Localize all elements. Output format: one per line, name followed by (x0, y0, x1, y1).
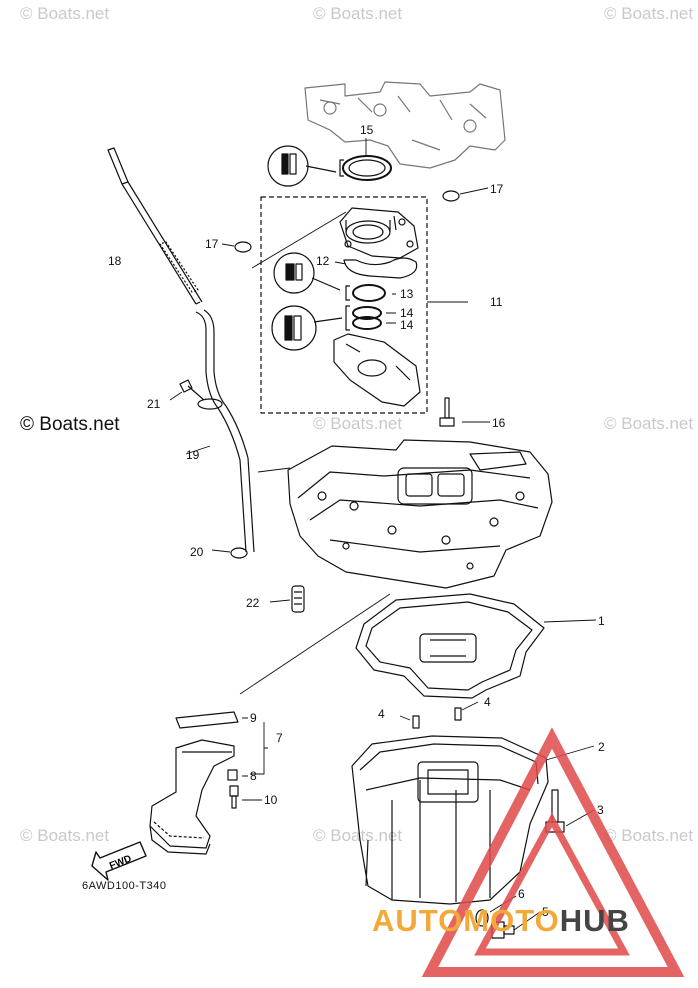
part-22-valve (291, 585, 305, 613)
callout-7: 7 (276, 731, 283, 745)
part-1-gasket (355, 593, 545, 699)
callout-15: 15 (360, 123, 374, 137)
callout-16: 16 (492, 416, 506, 430)
watermark-mid-right: © Boats.net (604, 414, 694, 433)
part-6-washer (475, 909, 489, 927)
detail-circle-2 (273, 252, 341, 294)
callout-12: 12 (316, 254, 330, 268)
part-17-ring-left (234, 241, 252, 253)
logo-part-1: AUTO (372, 903, 464, 938)
engine-block-top (304, 81, 506, 169)
callout-6: 6 (518, 887, 525, 901)
watermark-top-center: © Boats.net (313, 4, 403, 23)
callout-11: 11 (490, 295, 503, 309)
logo-part-3: HUB (559, 903, 630, 938)
callout-1: 1 (598, 614, 605, 628)
callout-5: 5 (542, 905, 549, 919)
callout-14-lower: 14 (400, 318, 414, 332)
callout-8: 8 (250, 769, 257, 783)
part-17-ring-right (442, 190, 460, 202)
watermark-mid-left: © Boats.net (20, 414, 120, 435)
part-12-o-ring (343, 257, 418, 279)
part-11-upper-housing (339, 207, 419, 259)
part-14-seal-upper (352, 306, 382, 320)
callout-21: 21 (147, 397, 161, 411)
callout-22: 22 (246, 596, 260, 610)
callout-3: 3 (597, 803, 604, 817)
part-14-seal-lower (352, 316, 382, 330)
part-18-dipstick (107, 147, 203, 305)
diagram-code: 6AWD100-T340 (82, 880, 167, 892)
part-8-bolt (227, 769, 238, 781)
watermark-low-left: © Boats.net (20, 826, 110, 845)
detail-circle-3 (271, 305, 343, 351)
callout-10: 10 (264, 793, 278, 807)
fwd-arrow (91, 841, 147, 881)
callout-13: 13 (400, 287, 414, 301)
callout-18: 18 (108, 254, 122, 268)
callout-17-left: 17 (205, 237, 219, 251)
callout-9: 9 (250, 711, 257, 725)
watermark-low-center: © Boats.net (313, 826, 403, 845)
callout-2: 2 (598, 740, 605, 754)
part-9-gasket (175, 711, 239, 729)
part-16-bolt (439, 397, 455, 427)
watermark-mid-center: © Boats.net (313, 414, 403, 433)
main-oil-pan-upper-case (287, 439, 553, 589)
watermark-low-right: © Boats.net (604, 826, 694, 845)
assembly-11-box (260, 196, 428, 414)
part-21-bolt (179, 379, 205, 401)
automotohub-logo: AUTOMOTOHUB (372, 903, 630, 939)
part-10-bolt (229, 785, 239, 809)
part-7-strainer (149, 739, 235, 855)
part-11-lower-housing (333, 333, 421, 407)
callout-4-right: 4 (484, 695, 491, 709)
callout-17-right: 17 (490, 182, 504, 196)
part-15-seal (342, 155, 392, 181)
detail-circle-1 (267, 145, 337, 187)
callout-numbers: 15 17 17 18 12 13 11 14 14 21 16 19 20 2… (108, 123, 605, 919)
part-4-dowel-left (412, 715, 420, 729)
watermark-top-left: © Boats.net (20, 4, 110, 23)
part-4-dowel-right (454, 707, 462, 721)
part-20-o-ring (230, 547, 248, 559)
callout-4-left: 4 (378, 707, 385, 721)
fwd-label: FWD (108, 853, 133, 872)
callout-14-upper: 14 (400, 306, 414, 320)
callout-19: 19 (186, 448, 200, 462)
logo-triangle (421, 727, 685, 977)
logo-part-2: MOTO (463, 903, 560, 938)
watermark-top-right: © Boats.net (604, 4, 694, 23)
part-13-seal (352, 284, 386, 302)
callout-20: 20 (190, 545, 204, 559)
part-19-guide-tube (195, 309, 255, 553)
